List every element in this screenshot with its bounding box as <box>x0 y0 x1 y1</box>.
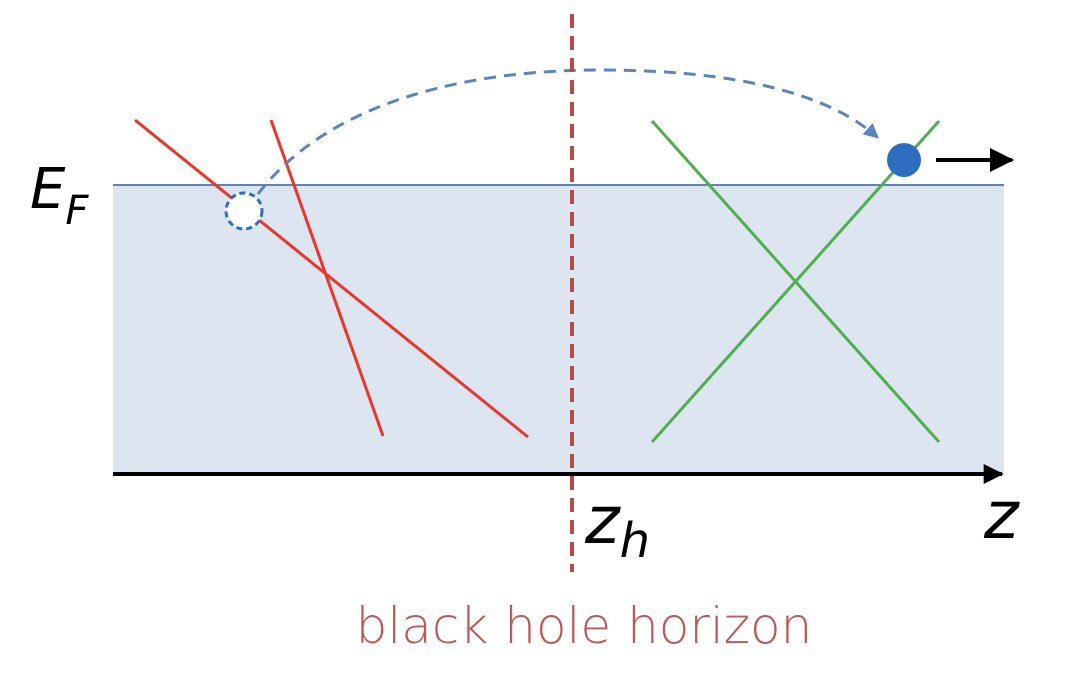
horizon-label-main: z <box>584 482 621 559</box>
caption: black hole horizon <box>356 597 813 655</box>
green-band-line-2 <box>650 120 941 443</box>
horizon-label: zh <box>584 482 650 569</box>
red-band-line-1 <box>134 118 529 439</box>
filled-circle-icon <box>887 143 921 177</box>
tunneling-arrow <box>256 68 879 195</box>
fermi-level-label-sub: F <box>65 188 89 234</box>
z-axis-label: z <box>983 477 1020 554</box>
fermi-level-label-main: E <box>30 157 66 222</box>
fermi-level-label: EF <box>30 157 89 234</box>
horizon-label-sub: h <box>620 513 650 569</box>
hollow-dashed-circle-icon <box>224 191 264 231</box>
filled-states-region <box>113 185 1004 474</box>
red-band-line-2 <box>269 119 385 437</box>
